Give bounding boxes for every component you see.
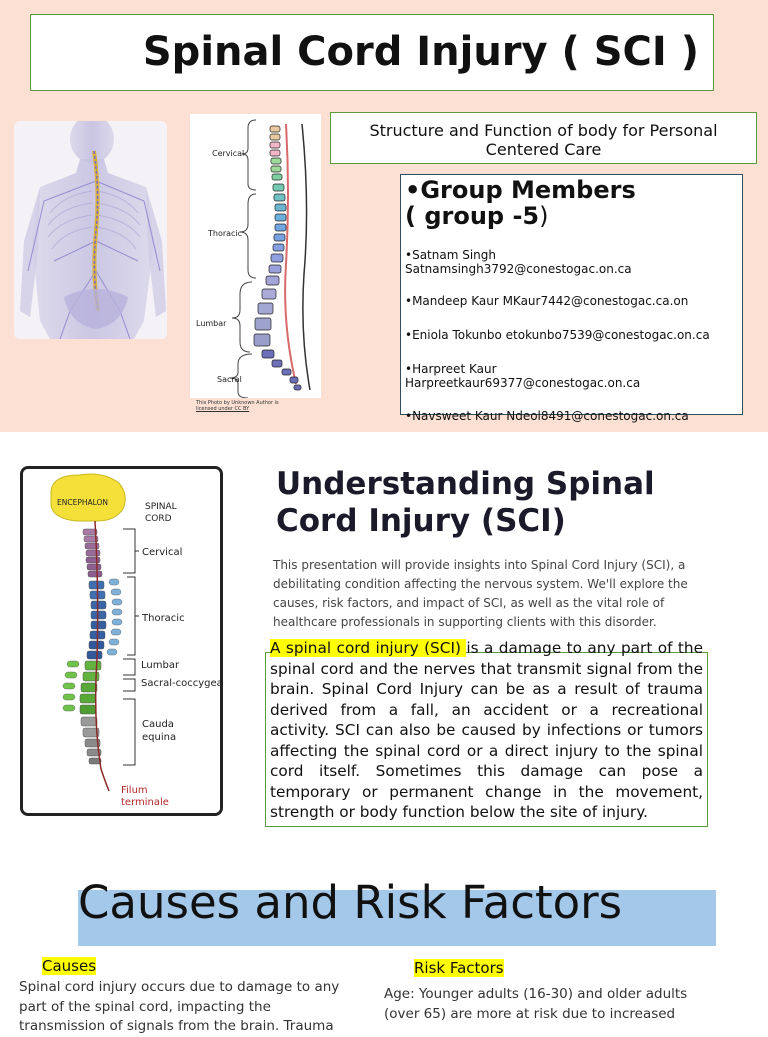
vertebral-column-diagram: Cervical Thoracic Lumbar Sacral [190, 114, 321, 399]
member-item: •Harpreet Kaur Harpreetkaur69377@conesto… [405, 362, 641, 390]
member-item: •Eniola Tokunbo etokunbo7539@conestogac.… [405, 328, 710, 342]
member-item: •Mandeep Kaur MKaur7442@conestogac.ca.on [405, 294, 689, 308]
risk-factors-paragraph: Age: Younger adults (16-30) and older ad… [384, 986, 688, 1022]
group-members-heading: •Group Members ( group -5) [405, 177, 636, 229]
spine-label-lumbar: Lumbar [196, 319, 227, 328]
group-members-box: •Group Members ( group -5) •Satnam Singh… [400, 174, 743, 423]
photo-credit-line-2[interactable]: licensed under CC BY [196, 406, 250, 412]
risk-factors-label: Risk Factors [414, 959, 504, 977]
member-item: •Satnam Singh Satnamsingh3792@conestogac… [405, 248, 632, 276]
definition-paragraph: A spinal cord injury (SCI) is a damage t… [270, 638, 703, 823]
diagram-label-sacral-coccygeal: Sacral-coccygeal [141, 678, 220, 689]
causes-paragraph: Spinal cord injury occurs due to damage … [19, 979, 340, 1034]
subtitle-box: Structure and Function of body for Perso… [330, 112, 757, 164]
section-heading-causes-risk-factors: Causes and Risk Factors [78, 876, 623, 929]
photo-credit: This Photo by Unknown Author is licensed… [196, 400, 279, 412]
slide-title: Spinal Cord Injury ( SCI ) [142, 29, 699, 75]
spinal-cord-body-illustration [14, 121, 167, 339]
diagram-label-thoracic: Thoracic [141, 613, 185, 624]
causes-label: Causes [42, 957, 97, 975]
photo-credit-line-1: This Photo by Unknown Author is [196, 400, 279, 406]
title-box: Spinal Cord Injury ( SCI ) [30, 14, 714, 91]
nervous-system-diagram-frame: ENCEPHALON [20, 466, 223, 816]
intro-paragraph: This presentation will provide insights … [273, 558, 688, 629]
title-slide: Spinal Cord Injury ( SCI ) [0, 0, 768, 432]
definition-highlight: A spinal cord injury (SCI) [270, 639, 467, 657]
slide-subtitle: Structure and Function of body for Perso… [369, 121, 718, 159]
section-heading-understanding-sci: Understanding Spinal Cord Injury (SCI) [276, 466, 655, 539]
diagram-label-lumbar: Lumbar [141, 660, 180, 671]
spine-label-cervical: Cervical [212, 149, 244, 158]
section-heading-band [78, 890, 716, 946]
group-members-heading-line-2: ( group -5) [405, 202, 549, 230]
definition-body: is a damage to any part of the spinal co… [270, 639, 703, 821]
spine-label-sacral: Sacral [217, 375, 242, 384]
diagram-label-cervical: Cervical [142, 547, 182, 558]
definition-box [265, 652, 708, 827]
member-item: •Navsweet Kaur Ndeol8491@conestogac.on.c… [405, 409, 689, 423]
diagram-label-encephalon: ENCEPHALON [57, 498, 108, 507]
group-members-heading-line-1: •Group Members [405, 176, 636, 204]
spine-label-thoracic: Thoracic [207, 229, 242, 238]
